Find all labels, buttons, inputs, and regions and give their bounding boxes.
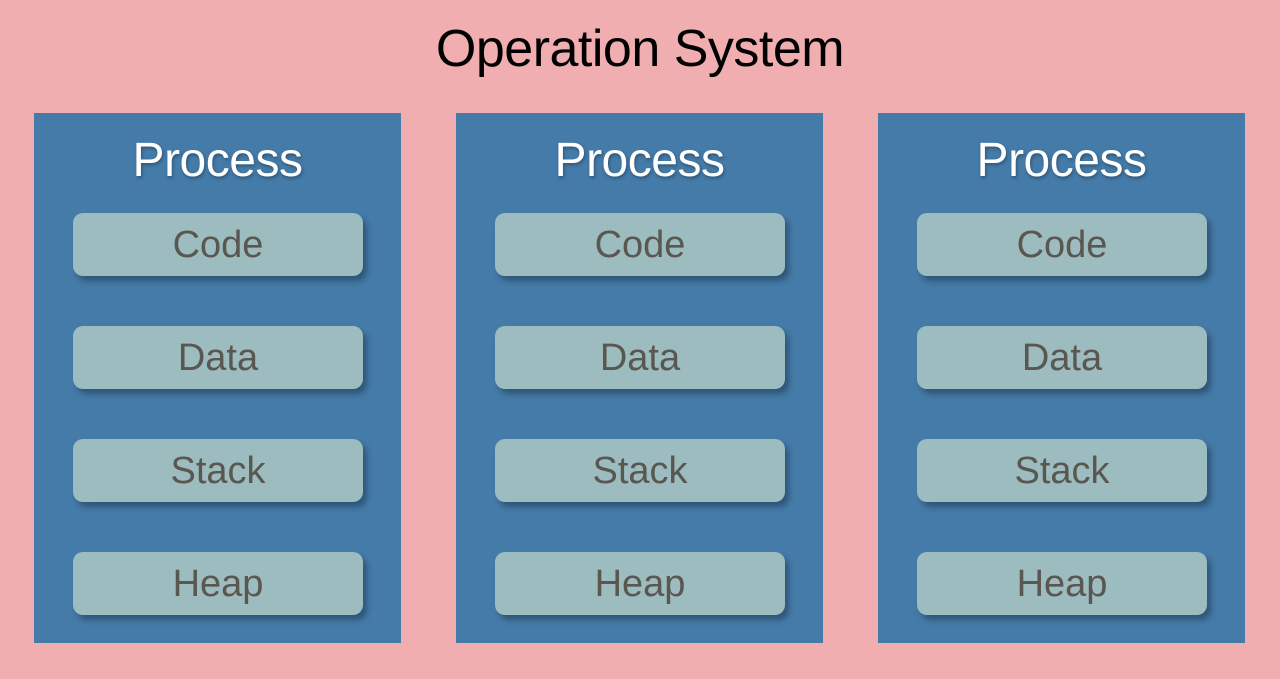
memory-segment-stack: Stack [73,439,363,502]
process-box-2: Process Code Data Stack Heap [456,113,823,643]
memory-segment-label: Heap [172,562,264,605]
memory-segment-heap: Heap [917,552,1207,615]
memory-segment-label: Data [599,336,681,379]
process-heading-2: Process [554,134,725,187]
memory-segment-code: Code [495,213,785,276]
memory-segment-label: Data [177,336,259,379]
process-heading-1: Process [132,134,303,187]
memory-segment-heap: Heap [495,552,785,615]
process-box-3: Process Code Data Stack Heap [878,113,1245,643]
memory-segment-label: Stack [1014,449,1110,492]
memory-segment-list-2: Code Data Stack Heap [495,213,785,615]
memory-segment-label: Code [1016,223,1108,266]
memory-segment-label: Code [594,223,686,266]
memory-segment-label: Code [172,223,264,266]
memory-segment-data: Data [495,326,785,389]
memory-segment-heap: Heap [73,552,363,615]
memory-segment-label: Stack [170,449,266,492]
memory-segment-stack: Stack [495,439,785,502]
memory-segment-label: Stack [592,449,688,492]
memory-segment-label: Heap [1016,562,1108,605]
memory-segment-data: Data [917,326,1207,389]
memory-segment-stack: Stack [917,439,1207,502]
page-title: Operation System [435,20,845,78]
memory-segment-label: Heap [594,562,686,605]
process-box-1: Process Code Data Stack Heap [34,113,401,643]
process-heading-3: Process [976,134,1147,187]
memory-segment-code: Code [917,213,1207,276]
memory-segment-list-3: Code Data Stack Heap [917,213,1207,615]
memory-segment-label: Data [1021,336,1103,379]
memory-segment-code: Code [73,213,363,276]
memory-segment-data: Data [73,326,363,389]
memory-segment-list-1: Code Data Stack Heap [73,213,363,615]
